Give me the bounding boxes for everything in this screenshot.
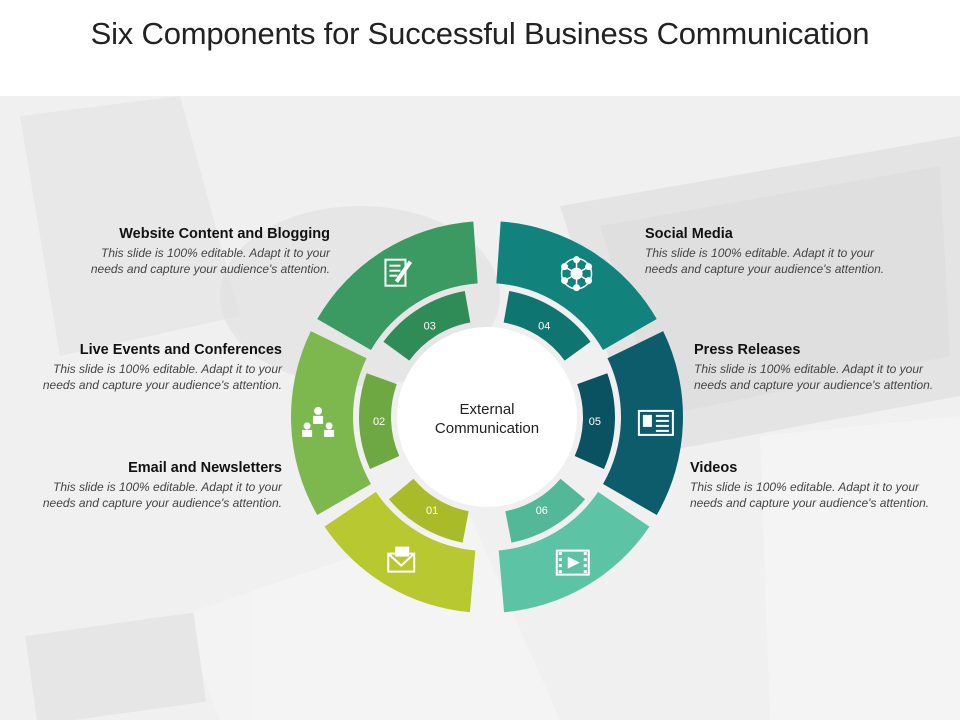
segment-text-05: Press Releases This slide is 100% editab… [694,342,934,393]
paper-shapes [20,96,960,720]
segment-heading: Website Content and Blogging [119,226,330,242]
segment-number: 06 [536,505,548,517]
center-label: External Communication [412,400,562,438]
segment-heading: Social Media [645,226,733,242]
conference-icon [302,406,335,437]
video-icon [555,549,590,576]
ring-segment-04: 04 [496,221,657,361]
center-label-line1: External [459,401,515,418]
center-label-line2: Communication [434,420,540,437]
segment-inner-arc [574,373,616,470]
segment-number: 02 [373,416,385,428]
segment-text-03: Website Content and Blogging This slide … [90,226,330,277]
ring-segment-02: 02 [291,331,400,515]
ring-segment-06: 06 [498,478,650,613]
segment-description: This slide is 100% editable. Adapt it to… [645,246,885,276]
segment-description: This slide is 100% editable. Adapt it to… [42,362,282,392]
segment-outer-arc [498,491,650,613]
segment-text-01: Email and Newsletters This slide is 100%… [42,460,282,511]
ring-segment-03: 03 [317,221,478,361]
press-release-icon [637,409,674,436]
email-newsletter-icon [387,546,416,573]
segment-text-06: Videos This slide is 100% editable. Adap… [690,460,930,511]
ring-segment-05: 05 [574,331,684,515]
segment-inner-arc [359,373,400,470]
segment-text-02: Live Events and Conferences This slide i… [42,342,282,393]
segment-heading: Videos [690,460,738,476]
segment-number: 04 [538,320,550,332]
segment-heading: Email and Newsletters [128,460,282,476]
segment-description: This slide is 100% editable. Adapt it to… [90,246,330,276]
blog-edit-icon [384,258,413,287]
segment-inner-arc [503,290,591,361]
segment-text-04: Social Media This slide is 100% editable… [645,226,885,277]
segment-heading: Press Releases [694,342,801,358]
social-network-icon [560,256,593,292]
segment-number: 03 [424,320,436,332]
segment-description: This slide is 100% editable. Adapt it to… [42,480,282,510]
segment-inner-arc [388,478,469,543]
segment-number: 05 [589,416,601,428]
segment-description: This slide is 100% editable. Adapt it to… [690,480,930,510]
segment-inner-arc [505,478,586,543]
segment-description: This slide is 100% editable. Adapt it to… [694,362,934,392]
slide-title: Six Components for Successful Business C… [90,16,870,51]
segment-inner-arc [383,290,471,361]
segment-number: 01 [426,505,438,517]
center-circle [397,327,577,507]
ring-segment-01: 01 [324,478,476,613]
segment-heading: Live Events and Conferences [79,342,282,358]
